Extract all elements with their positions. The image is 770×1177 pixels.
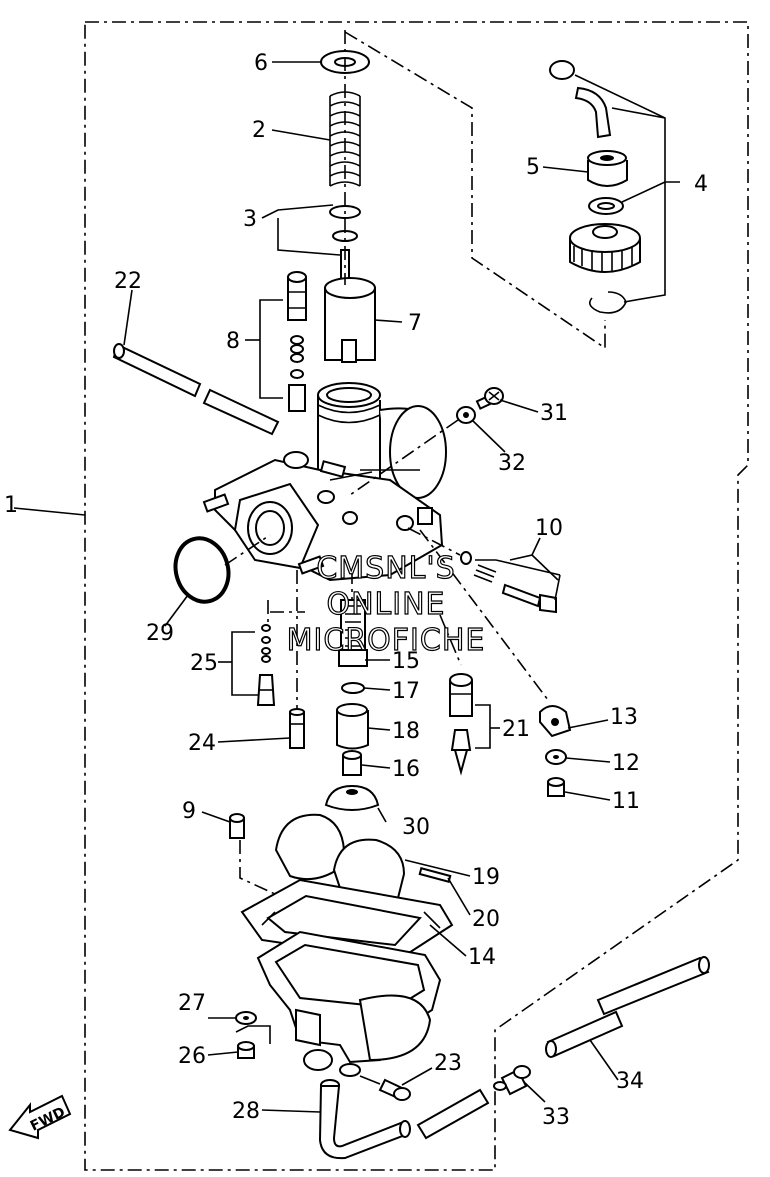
part-21-bracket <box>475 704 491 749</box>
pilot-line <box>267 600 305 625</box>
label-22: 22 <box>114 269 142 294</box>
part-number-labels: 1 2 3 4 5 6 7 8 9 10 11 12 13 14 15 16 1… <box>4 51 708 1130</box>
part-13-cable-bracket <box>539 705 572 738</box>
cap-to-slide-line <box>344 31 606 350</box>
part-9-screw <box>229 813 245 839</box>
label-2: 2 <box>252 118 266 143</box>
label-33: 33 <box>542 1105 570 1130</box>
label-24: 24 <box>188 731 216 756</box>
fwd-arrow-icon: FWD <box>8 1094 72 1140</box>
watermark-line-3: MICROFICHE <box>287 623 486 658</box>
label-34: 34 <box>616 1069 644 1094</box>
label-19: 19 <box>472 865 500 890</box>
part-8-bracket <box>259 299 283 399</box>
label-29: 29 <box>146 621 174 646</box>
label-8: 8 <box>226 329 240 354</box>
part-25-pilot-screw-set <box>256 624 276 706</box>
part-7-throttle-slide <box>324 277 376 363</box>
part-20-float-pin <box>418 866 452 884</box>
part-27-bracket <box>235 1025 271 1044</box>
leader-lines <box>13 61 680 1113</box>
label-16: 16 <box>392 757 420 782</box>
label-20: 20 <box>472 907 500 932</box>
carburetor-body <box>202 382 447 582</box>
label-10: 10 <box>535 516 563 541</box>
label-11: 11 <box>612 789 640 814</box>
label-26: 26 <box>178 1044 206 1069</box>
label-23: 23 <box>434 1051 462 1076</box>
label-18: 18 <box>392 719 420 744</box>
part-4-cap-ring <box>589 291 627 314</box>
label-1: 1 <box>4 493 18 518</box>
part-8-pilot-screw-assembly <box>287 271 307 412</box>
assembly-boundary <box>84 21 749 1171</box>
part-22-air-vent-tube <box>112 343 280 436</box>
watermark: CMSNL'S ONLINE MICROFICHE <box>286 550 486 658</box>
part-11-screw <box>547 777 565 797</box>
label-12: 12 <box>612 751 640 776</box>
label-21: 21 <box>502 717 530 742</box>
part-33-hose-fitting <box>493 1065 531 1096</box>
part-25-bracket <box>231 631 258 696</box>
part-12-washer <box>545 749 567 765</box>
part-31-screw <box>475 387 504 410</box>
float-bowl <box>256 930 442 1077</box>
part-26-drain-screw <box>237 1041 255 1059</box>
label-17: 17 <box>392 679 420 704</box>
label-4: 4 <box>694 172 708 197</box>
watermark-line-1: CMSNL'S <box>316 551 455 586</box>
part-18-needle-jet-holder <box>336 703 369 750</box>
watermark-line-2: ONLINE <box>326 587 445 622</box>
stop-screw-line <box>407 527 461 556</box>
label-32: 32 <box>498 451 526 476</box>
label-27: 27 <box>178 991 206 1016</box>
hose-segment <box>416 1088 490 1140</box>
part-10-throttle-stop-screw <box>460 551 557 614</box>
part-5-cap-boot <box>587 150 628 187</box>
part-16-main-jet <box>342 750 362 776</box>
label-25: 25 <box>190 651 218 676</box>
part-27-washer <box>235 1011 257 1025</box>
part-24-pilot-jet <box>289 708 305 749</box>
oring-line <box>224 534 271 566</box>
part-4-washer <box>588 197 624 215</box>
part-21-float-valve-seat <box>449 673 473 717</box>
part-15-needle-jet <box>338 599 368 667</box>
label-30: 30 <box>402 815 430 840</box>
part-32-washer <box>456 406 476 424</box>
part-4-mixing-chamber-cap <box>569 223 641 273</box>
part-29-o-ring <box>173 536 231 604</box>
label-3: 3 <box>243 207 257 232</box>
label-6: 6 <box>254 51 268 76</box>
part-30-baffle <box>324 784 380 811</box>
float-valve-line <box>439 614 462 666</box>
label-15: 15 <box>392 649 420 674</box>
part-34-fuel-hose <box>545 956 710 1058</box>
label-31: 31 <box>540 401 568 426</box>
screw-line <box>349 419 459 496</box>
label-5: 5 <box>526 155 540 180</box>
label-28: 28 <box>232 1099 260 1124</box>
label-7: 7 <box>408 311 422 336</box>
label-9: 9 <box>182 799 196 824</box>
label-13: 13 <box>610 705 638 730</box>
part-23-drain-screw <box>359 1075 411 1101</box>
part-28-drain-hose <box>318 1079 411 1160</box>
bracket-line <box>419 529 549 701</box>
part-17-o-ring <box>341 682 365 694</box>
label-14: 14 <box>468 945 496 970</box>
part-4-cable-elbow <box>549 60 612 139</box>
part-21-needle-valve <box>450 729 472 776</box>
